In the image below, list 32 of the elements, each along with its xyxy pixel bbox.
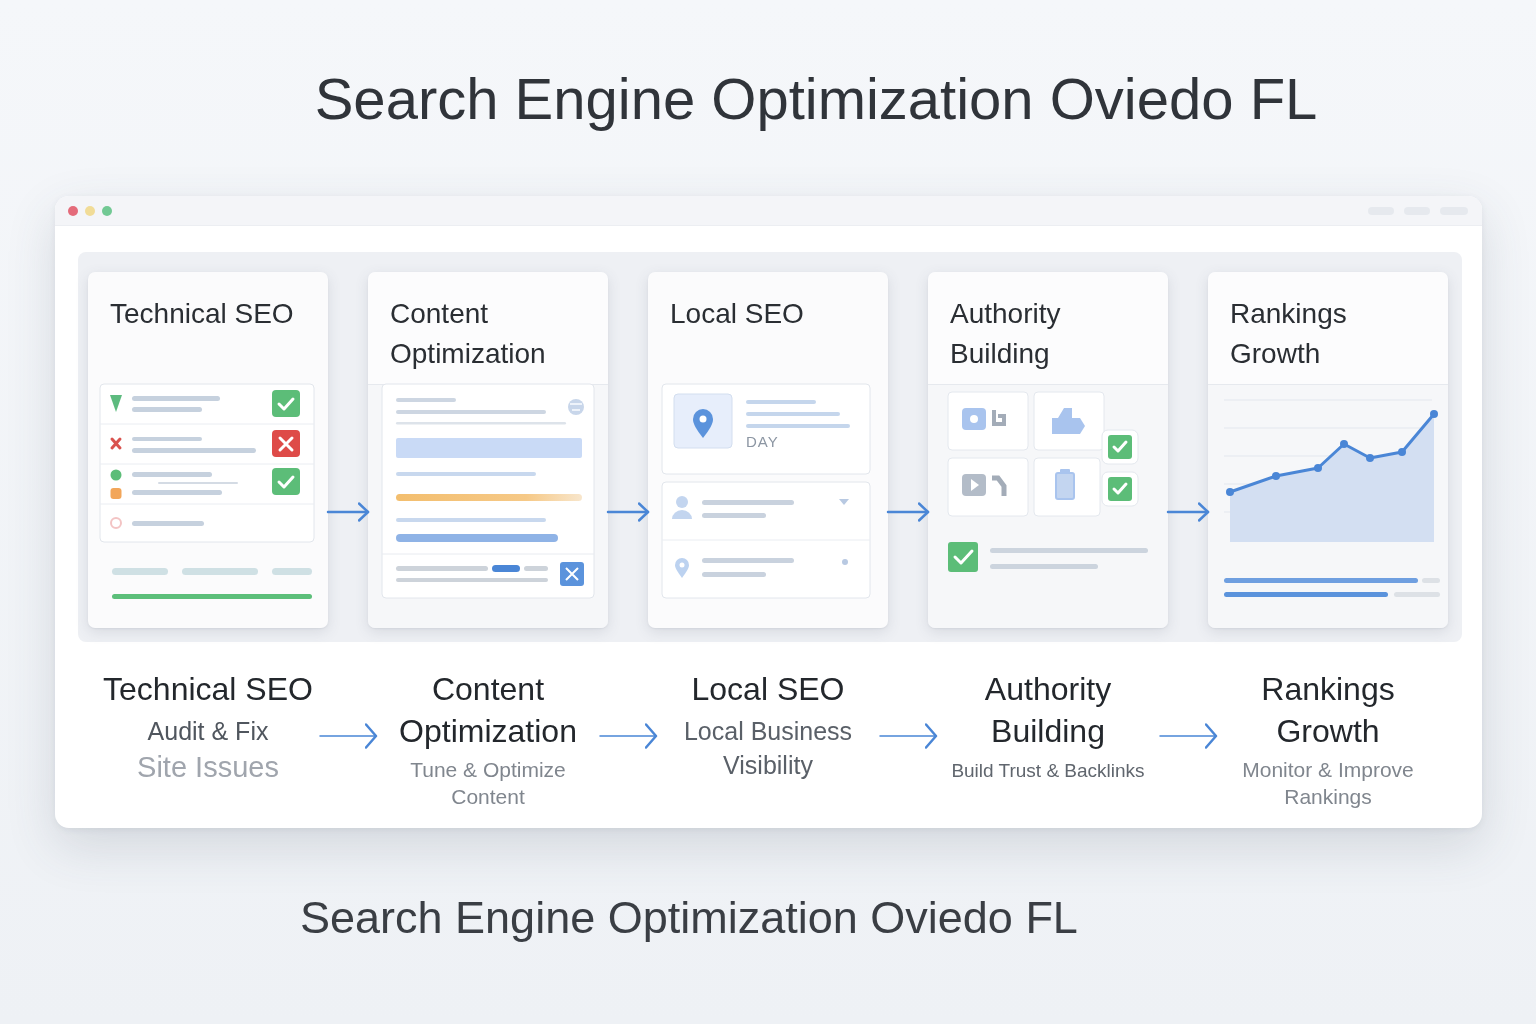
chevron-arrow xyxy=(599,723,658,749)
step-card xyxy=(648,272,888,628)
chevron-arrow xyxy=(1159,723,1218,749)
arrow xyxy=(1166,502,1210,522)
step-title: Technical SEO xyxy=(103,670,313,709)
caption: Search Engine Optimization Oviedo FL xyxy=(300,891,1078,945)
step-card xyxy=(928,272,1168,628)
step-description: Audit & Fix xyxy=(147,716,269,747)
step-description: Local Business Visibility xyxy=(682,716,854,781)
step-title: Rankings Growth xyxy=(1260,670,1396,751)
step-description: Build Trust & Backlinks xyxy=(951,759,1145,783)
step-card xyxy=(368,272,608,628)
step-description: Tune & Optimize Content xyxy=(409,757,567,810)
step-title: Content Optimization xyxy=(398,670,578,751)
title: Search Engine Optimization Oviedo FL xyxy=(314,65,1318,133)
panel-heading: Authority Building xyxy=(950,297,1062,371)
panel-heading: Technical SEO xyxy=(110,297,294,331)
step-description: Site Issues xyxy=(137,750,279,785)
step-card xyxy=(88,272,328,628)
arrow xyxy=(326,502,370,522)
arrow xyxy=(886,502,930,522)
panel-heading: Rankings Growth xyxy=(1230,297,1348,371)
card-label: DAY xyxy=(746,433,779,451)
panel-heading: Content Optimization xyxy=(390,297,547,371)
chevron-arrow xyxy=(319,723,378,749)
chevron-arrow xyxy=(879,723,938,749)
panel-heading: Local SEO xyxy=(670,297,804,331)
step-description: Monitor & Improve Rankings xyxy=(1241,757,1415,810)
step-card xyxy=(1208,272,1448,628)
step-title: Local SEO xyxy=(691,670,845,709)
arrow xyxy=(606,502,650,522)
step-title: Authority Building xyxy=(983,670,1113,751)
